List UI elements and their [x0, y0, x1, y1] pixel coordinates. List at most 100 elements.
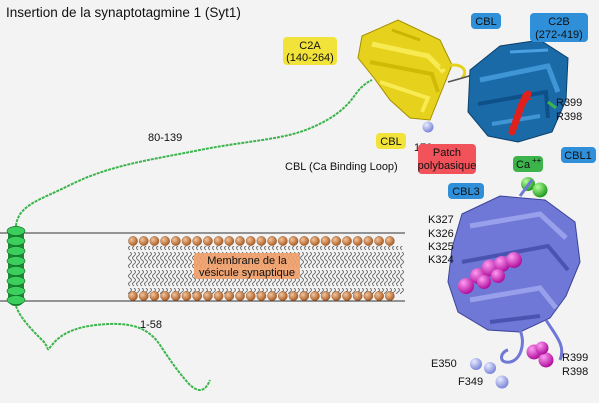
- lipid-head: [384, 236, 395, 246]
- lipid-head: [267, 236, 277, 246]
- lipid-head: [224, 236, 235, 246]
- lipid-head: [192, 291, 202, 301]
- lipid-head: [224, 291, 235, 301]
- lipid-head: [288, 291, 299, 301]
- lipid-head: [256, 236, 267, 246]
- lipid-heads-bottom: [128, 291, 395, 301]
- lipid-head: [160, 236, 170, 246]
- e350-label: E350: [431, 358, 457, 370]
- c2b-label: C2B (272-419): [530, 13, 588, 42]
- lipid-head: [299, 291, 310, 301]
- lipid-head: [245, 236, 256, 246]
- lipid-head: [310, 236, 320, 246]
- lipid-head: [256, 291, 267, 301]
- lipid-head: [170, 236, 181, 246]
- cbl1-text: CBL1: [564, 150, 592, 162]
- lipid-head: [277, 291, 288, 301]
- lipid-head: [342, 291, 352, 301]
- lipid-head: [267, 291, 277, 301]
- e350-f349-spheres: [470, 358, 509, 389]
- patch-polybasique-label: Patch polybasique: [418, 144, 477, 174]
- lipid-head: [170, 291, 181, 301]
- linker-1-58: [15, 305, 211, 391]
- lipid-head: [213, 291, 224, 301]
- c2a-label-line2: (140-264): [286, 52, 334, 64]
- c2a-domain: [357, 19, 467, 121]
- r398-bottom-label: R398: [562, 366, 588, 378]
- lipid-head: [277, 236, 288, 246]
- lipid-head: [138, 236, 149, 246]
- lipid-head: [310, 291, 320, 301]
- membrane-label: Membrane de la vésicule synaptique: [194, 253, 300, 279]
- k325-label: K325: [428, 241, 454, 253]
- membrane-label-line2: vésicule synaptique: [199, 267, 295, 279]
- lipid-head: [192, 236, 202, 246]
- linker-80-139-label: 80-139: [148, 132, 182, 144]
- lipid-head: [352, 236, 363, 246]
- lipid-head: [128, 291, 138, 301]
- lipid-head: [374, 236, 384, 246]
- cbl1-label: CBL1: [561, 147, 596, 163]
- lipid-head: [288, 236, 299, 246]
- lipid-heads-top: [128, 236, 395, 246]
- lipid-head: [213, 236, 224, 246]
- lipid-head: [320, 236, 331, 246]
- r399-top-label: R399: [556, 97, 582, 109]
- cbl-c2a-label: CBL: [376, 133, 406, 149]
- lipid-head: [181, 291, 192, 301]
- lipid-head: [160, 291, 170, 301]
- patch-label-line1: Patch: [433, 147, 461, 159]
- r399-bottom-label: R399: [562, 352, 588, 364]
- c2a-label-line1: C2A: [299, 40, 321, 52]
- linker-80-139: [15, 79, 373, 227]
- residue-173-sphere: [422, 121, 434, 133]
- lipid-head: [352, 291, 363, 301]
- r398-top-label: R398: [556, 111, 582, 123]
- c2b-label-line2: (272-419): [535, 29, 583, 41]
- lipid-head: [331, 236, 342, 246]
- lipid-head: [149, 236, 160, 246]
- lipid-head: [374, 291, 384, 301]
- c2b-domain: [467, 39, 569, 143]
- lipid-head: [149, 291, 160, 301]
- lipid-head: [331, 291, 342, 301]
- lipid-head: [235, 236, 245, 246]
- lipid-head: [384, 291, 395, 301]
- figure-title: Insertion de la synaptotagmine 1 (Syt1): [6, 5, 241, 20]
- patch-label-line2: polybasique: [418, 160, 477, 172]
- lipid-head: [235, 291, 245, 301]
- calcium-charge: ++: [532, 156, 542, 165]
- lipid-head: [320, 291, 331, 301]
- k327-label: K327: [428, 214, 454, 226]
- lipid-head: [245, 291, 256, 301]
- calcium-text: Ca: [516, 159, 531, 171]
- c2b-bottom-domain: [447, 179, 581, 364]
- calcium-label: Ca ++: [513, 156, 543, 172]
- c2b-label-line1: C2B: [548, 16, 569, 28]
- cbl3-label: CBL3: [448, 183, 484, 199]
- lipid-head: [138, 291, 149, 301]
- transmembrane-helix: [6, 226, 26, 306]
- lipid-head: [299, 236, 310, 246]
- membrane-label-line1: Membrane de la: [207, 255, 287, 267]
- cbl-c2b-text: CBL: [475, 16, 496, 28]
- linker-1-58-label: 1-58: [140, 319, 162, 331]
- lysine-cluster-spheres: [458, 252, 522, 294]
- k324-label: K324: [428, 254, 454, 266]
- c2a-label: C2A (140-264): [283, 37, 337, 65]
- cbl-c2b-label: CBL: [471, 13, 501, 29]
- lipid-head: [128, 236, 138, 246]
- f349-label: F349: [458, 376, 483, 388]
- cbl-definition-label: CBL (Ca Binding Loop): [285, 161, 398, 173]
- cbl3-text: CBL3: [452, 186, 480, 198]
- lipid-head: [342, 236, 352, 246]
- cbl-c2a-text: CBL: [380, 136, 401, 148]
- k326-label: K326: [428, 228, 454, 240]
- lipid-head: [181, 236, 192, 246]
- lipid-head: [203, 291, 213, 301]
- lipid-head: [363, 236, 374, 246]
- arginine-bottom-spheres: [526, 341, 554, 368]
- lipid-head: [203, 236, 213, 246]
